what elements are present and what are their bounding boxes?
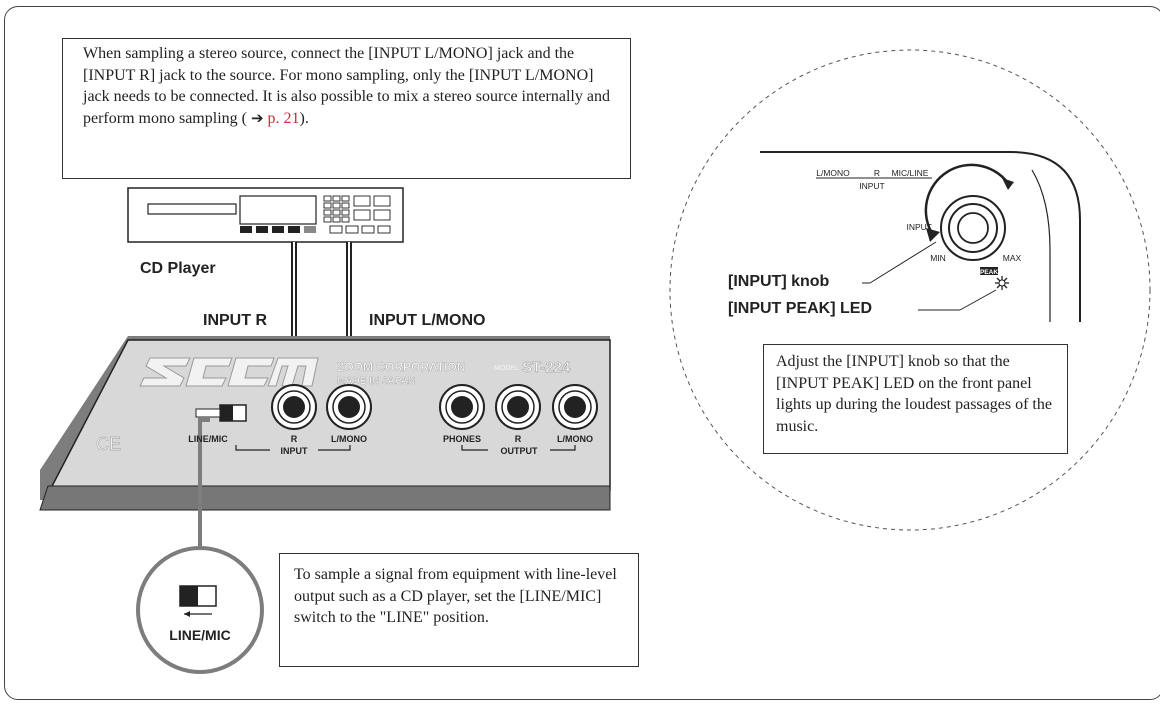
jack-input-lmono bbox=[326, 384, 372, 430]
jack-label-output-lmono: L/MONO bbox=[557, 434, 593, 444]
jack-label-input-r: R bbox=[291, 434, 298, 444]
zoom-switch-label: LINE/MIC bbox=[169, 627, 230, 643]
adjust-text: Adjust the [INPUT] knob so that the [INP… bbox=[776, 353, 1052, 435]
cd-player-label: CD Player bbox=[140, 260, 216, 277]
jack-label-output-r: R bbox=[515, 434, 522, 444]
group-label-output: OUTPUT bbox=[501, 446, 539, 456]
knob-detail-panel bbox=[760, 151, 1081, 322]
switch-callout-line bbox=[198, 418, 210, 575]
switch-text: To sample a signal from equipment with l… bbox=[294, 566, 617, 626]
detail-label-min: MIN bbox=[930, 253, 946, 263]
jack-phones bbox=[439, 384, 485, 430]
jack-label-phones: PHONES bbox=[443, 434, 481, 444]
detail-label-lmono: L/MONO bbox=[816, 168, 850, 178]
jack-input-r bbox=[271, 384, 317, 430]
input-peak-led-label: [INPUT PEAK] LED bbox=[728, 300, 872, 317]
intro-text-end: ). bbox=[299, 109, 309, 127]
panel-brand: ZOOM CORPORATION bbox=[337, 360, 465, 374]
detail-label-max: MAX bbox=[1003, 253, 1022, 263]
jack-label-line-mic: LINE/MIC bbox=[188, 434, 228, 444]
line-mic-switch bbox=[195, 404, 247, 422]
page-frame bbox=[4, 6, 1160, 700]
output-bracket bbox=[461, 445, 576, 451]
jack-output-r bbox=[495, 384, 541, 430]
jack-output-lmono bbox=[552, 384, 598, 430]
input-bracket bbox=[235, 445, 351, 451]
panel-made-in: MADE IN JAPAN bbox=[337, 376, 415, 387]
input-r-label: INPUT R bbox=[203, 312, 267, 329]
intro-text: When sampling a stereo source, connect t… bbox=[83, 45, 610, 127]
switch-text-box: To sample a signal from equipment with l… bbox=[279, 553, 639, 667]
zoom-logo bbox=[139, 357, 319, 387]
jack-label-input-lmono: L/MONO bbox=[331, 434, 367, 444]
group-label-input: INPUT bbox=[281, 446, 309, 456]
detail-label-knob-name: INPUT bbox=[907, 222, 933, 232]
switch-zoom-bubble bbox=[136, 546, 264, 674]
detail-label-mic-line: MIC/LINE bbox=[892, 168, 929, 178]
knob-detail-circle bbox=[669, 49, 1151, 531]
detail-label-r: R bbox=[874, 168, 880, 178]
panel-model-prefix: MODEL bbox=[494, 365, 519, 372]
input-lmono-label: INPUT L/MONO bbox=[369, 312, 486, 329]
detail-label-input-group: INPUT bbox=[859, 181, 885, 191]
input-knob-label: [INPUT] knob bbox=[728, 273, 830, 290]
panel-ce: CE bbox=[96, 434, 121, 454]
page-reference-link[interactable]: p. 21 bbox=[267, 109, 300, 127]
adjust-text-box: Adjust the [INPUT] knob so that the [INP… bbox=[763, 344, 1068, 454]
detail-label-peak: PEAK bbox=[980, 269, 998, 276]
arrow-icon: ➔ bbox=[250, 108, 264, 127]
intro-text-box: When sampling a stereo source, connect t… bbox=[62, 38, 631, 179]
panel-model: ST-224 bbox=[522, 359, 571, 376]
cd-player bbox=[127, 187, 404, 243]
